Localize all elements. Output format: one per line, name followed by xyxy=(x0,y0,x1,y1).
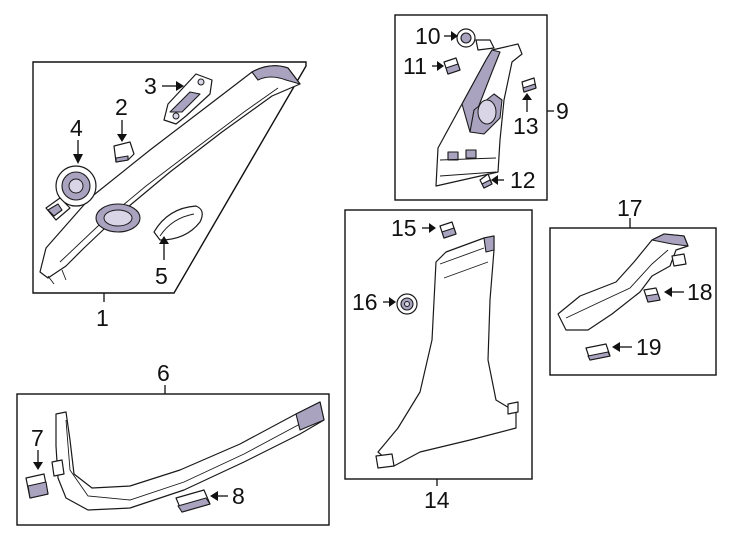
callout-11: 11 xyxy=(403,53,427,79)
group-box-17: 17 18 19 xyxy=(549,195,717,376)
callout-16: 16 xyxy=(352,289,378,315)
callout-18: 18 xyxy=(687,279,713,305)
clip-part-19 xyxy=(585,343,611,361)
arrowhead-15 xyxy=(429,223,436,233)
callout-19: 19 xyxy=(636,334,662,360)
callout-1: 1 xyxy=(96,305,109,331)
callout-10: 10 xyxy=(415,23,441,49)
arrowhead-5 xyxy=(159,236,169,244)
group-box-1-frame xyxy=(32,61,307,294)
callout-8: 8 xyxy=(232,483,245,509)
callout-15: 15 xyxy=(391,215,417,241)
group-box-6-frame xyxy=(16,393,330,526)
group-box-9: 9 10 11 xyxy=(394,14,569,201)
callout-6: 6 xyxy=(157,360,170,386)
fastener-part-10 xyxy=(456,28,495,51)
grommet-part-16 xyxy=(396,293,418,315)
callout-3: 3 xyxy=(144,73,157,99)
clip-part-2 xyxy=(113,141,135,163)
speaker-part-4 xyxy=(45,165,97,221)
callout-12: 12 xyxy=(510,167,536,193)
sill-trim-part xyxy=(557,233,689,331)
arrowhead-3 xyxy=(176,81,184,91)
b-pillar-upper-trim-part xyxy=(435,43,523,187)
a-pillar-trim-part xyxy=(39,65,301,285)
arrowhead-18 xyxy=(664,287,672,297)
arrowhead-11 xyxy=(437,61,444,71)
bracket-part-3 xyxy=(163,73,213,125)
clip-part-15 xyxy=(439,221,457,239)
callout-13: 13 xyxy=(513,113,539,139)
clip-part-11 xyxy=(443,57,461,75)
front-sill-trim-part xyxy=(51,401,325,511)
clip-part-8 xyxy=(175,489,211,513)
clip-part-18 xyxy=(643,287,661,303)
callout-17: 17 xyxy=(617,195,643,221)
group-box-17-frame xyxy=(549,227,717,376)
group-box-9-frame xyxy=(394,14,548,201)
arrowhead-12 xyxy=(491,175,498,185)
group-box-14: 14 15 16 xyxy=(344,209,533,513)
callout-4: 4 xyxy=(70,115,83,141)
arrowhead-16 xyxy=(389,297,396,307)
group-box-1: 1 2 3 xyxy=(32,61,307,331)
callout-2: 2 xyxy=(115,94,128,120)
callout-5: 5 xyxy=(155,263,168,289)
group-box-14-frame xyxy=(344,209,533,480)
arrowhead-13 xyxy=(522,93,532,100)
clip-part-12 xyxy=(479,173,493,189)
arrowhead-4 xyxy=(73,154,83,164)
arrowhead-19 xyxy=(612,342,620,352)
arrowhead-2 xyxy=(117,134,127,142)
cover-part-5 xyxy=(153,205,203,241)
group-box-6: 6 7 8 xyxy=(16,360,330,526)
callout-9: 9 xyxy=(556,98,569,124)
clip-part-13 xyxy=(521,77,537,93)
arrowhead-10 xyxy=(451,31,458,41)
callout-14: 14 xyxy=(424,487,450,513)
callout-7: 7 xyxy=(31,425,44,451)
clip-part-7 xyxy=(25,473,49,499)
arrowhead-7 xyxy=(33,462,43,470)
arrowhead-8 xyxy=(210,491,218,501)
b-pillar-lower-trim-part xyxy=(375,235,519,469)
